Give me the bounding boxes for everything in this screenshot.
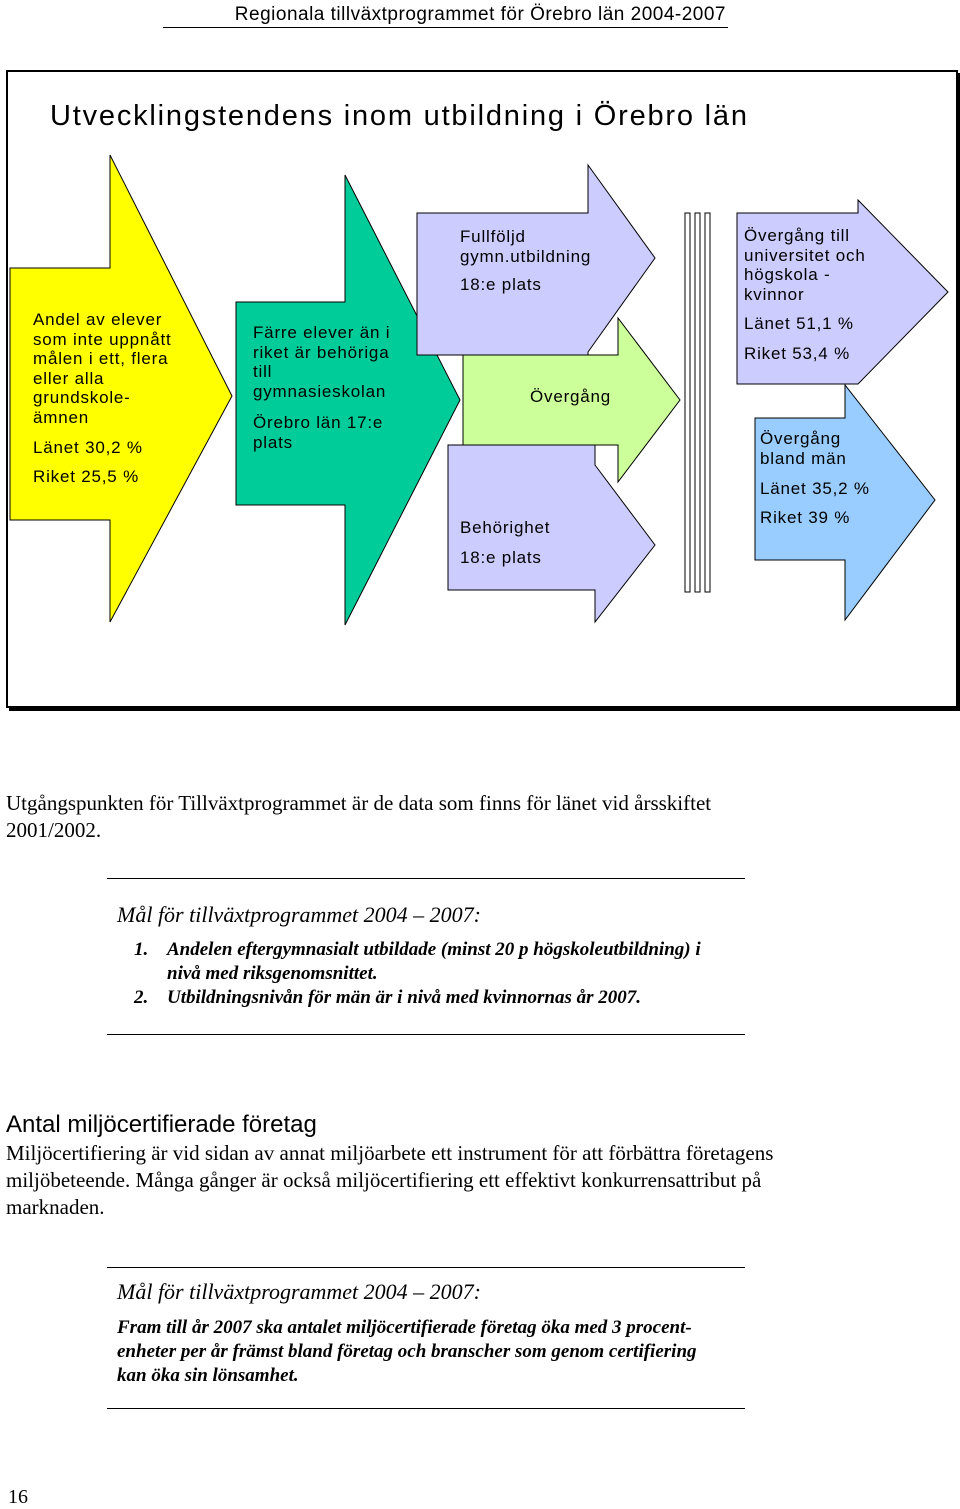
arrow-behorighet-label: Behörighet xyxy=(460,518,551,537)
arrow-overgang-label: Övergång xyxy=(530,387,612,406)
separator-bar xyxy=(704,212,711,593)
arrow-behorighet-rank: 18:e plats xyxy=(460,548,542,567)
paragraph-line: 2001/2002. xyxy=(6,818,102,842)
arrow-kvinnor-text: Övergång till universitet och högskola -… xyxy=(744,226,866,304)
arrow-text-line: eller alla xyxy=(33,368,105,388)
arrow-fullfoljd-text: Fullföljd gymn.utbildning xyxy=(460,227,591,266)
arrow-text-line: Fullföljd xyxy=(460,227,526,246)
arrow-grundskola-lanet: Länet 30,2 % xyxy=(33,438,143,457)
environment-paragraph: Miljöcertifiering är vid sidan av annat … xyxy=(6,1140,773,1221)
arrow-text-line: målen i ett, flera xyxy=(33,349,169,369)
arrow-text-line: riket är behöriga xyxy=(253,342,390,362)
goal-line: Utbildningsnivån för män är i nivå med k… xyxy=(167,987,642,1008)
diagram-frame xyxy=(6,70,958,708)
arrow-text-line: Andel av elever xyxy=(33,310,163,329)
intro-paragraph: Utgångspunkten för Tillväxtprogrammet är… xyxy=(6,790,711,844)
arrow-text-line: som inte uppnått xyxy=(33,329,172,349)
goal-item-number: 2. xyxy=(134,987,149,1008)
arrow-behoriga-text: Färre elever än i riket är behöriga till… xyxy=(253,323,390,401)
arrow-text-line: ämnen xyxy=(33,407,89,427)
goal-item-text: Andelen eftergymnasialt utbildade (minst… xyxy=(167,938,701,986)
arrow-kvinnor-riket: Riket 53,4 % xyxy=(744,344,850,363)
education-flow-diagram xyxy=(9,154,949,626)
goal-item-text: Utbildningsnivån för män är i nivå med k… xyxy=(167,986,641,1010)
arrow-text-line: Övergång till xyxy=(744,226,850,245)
arrow-overgang-kvinnor xyxy=(736,198,949,385)
arrow-grundskola-riket: Riket 25,5 % xyxy=(33,467,139,486)
goal-line: Fram till år 2007 ska antalet miljöcerti… xyxy=(117,1317,692,1338)
arrow-overgang xyxy=(462,316,681,484)
paragraph-line: Utgångspunkten för Tillväxtprogrammet är… xyxy=(6,791,712,815)
goal-line: kan öka sin lönsamhet. xyxy=(117,1365,299,1386)
paragraph-line: Miljöcertifiering är vid sidan av annat … xyxy=(6,1141,774,1165)
arrow-man-lanet: Länet 35,2 % xyxy=(760,479,870,498)
diagram-title: Utvecklingstendens inom utbildning i Öre… xyxy=(50,100,749,132)
environment-heading: Antal miljöcertifierade företag xyxy=(6,1111,317,1138)
arrow-behoriga-rank: Örebro län 17:e plats xyxy=(253,413,383,452)
arrow-text-line: Örebro län 17:e xyxy=(253,413,384,432)
arrow-fullfoljd-rank: 18:e plats xyxy=(460,275,542,294)
page-number: 16 xyxy=(8,1486,28,1508)
arrow-man-riket: Riket 39 % xyxy=(760,508,851,527)
separator-bar xyxy=(694,212,701,593)
arrow-grundskola-text: Andel av elever som inte uppnått målen i… xyxy=(33,310,172,428)
arrow-text-line: gymn.utbildning xyxy=(460,246,592,266)
running-title: Regionala tillväxtprogrammet för Örebro … xyxy=(163,2,728,28)
arrow-kvinnor-lanet: Länet 51,1 % xyxy=(744,314,854,333)
arrow-behorighet xyxy=(447,444,656,624)
arrow-text-line: Övergång xyxy=(760,429,842,448)
goal-line: enheter per år främst bland företag och … xyxy=(117,1341,697,1362)
arrow-grundskola xyxy=(9,154,233,623)
arrow-text-line: grundskole- xyxy=(33,388,131,408)
divider-rule xyxy=(107,1267,745,1268)
paragraph-line: marknaden. xyxy=(6,1195,105,1219)
arrow-text-line: bland män xyxy=(760,448,847,468)
goal-line: Andelen eftergymnasialt utbildade (minst… xyxy=(167,939,701,960)
divider-rule xyxy=(107,878,745,879)
arrow-text-line: universitet och xyxy=(744,245,866,265)
arrow-behoriga-gymnasiet xyxy=(235,174,461,626)
arrow-text-line: plats xyxy=(253,432,293,452)
arrow-text-line: kvinnor xyxy=(744,284,805,304)
goals-education-heading: Mål för tillväxtprogrammet 2004 – 2007: xyxy=(117,902,481,927)
arrow-text-line: gymnasieskolan xyxy=(253,381,387,401)
paragraph-line: miljöbeteende. Många gånger är också mil… xyxy=(6,1168,762,1192)
goals-environment-heading: Mål för tillväxtprogrammet 2004 – 2007: xyxy=(117,1279,481,1304)
goal-line: nivå med riksgenomsnittet. xyxy=(167,963,378,984)
goals-environment-text: Fram till år 2007 ska antalet miljöcerti… xyxy=(117,1316,697,1388)
divider-rule xyxy=(107,1408,745,1409)
arrow-text-line: Färre elever än i xyxy=(253,323,391,342)
separator-bar xyxy=(684,212,691,593)
arrow-text-line: till xyxy=(253,362,273,382)
arrow-text-line: högskola - xyxy=(744,265,831,285)
arrow-fullfoljd xyxy=(416,163,656,356)
goal-item-number: 1. xyxy=(134,939,149,960)
divider-rule xyxy=(107,1034,745,1035)
arrow-man-text: Övergång bland män xyxy=(760,429,847,468)
arrow-overgang-man xyxy=(754,383,936,622)
